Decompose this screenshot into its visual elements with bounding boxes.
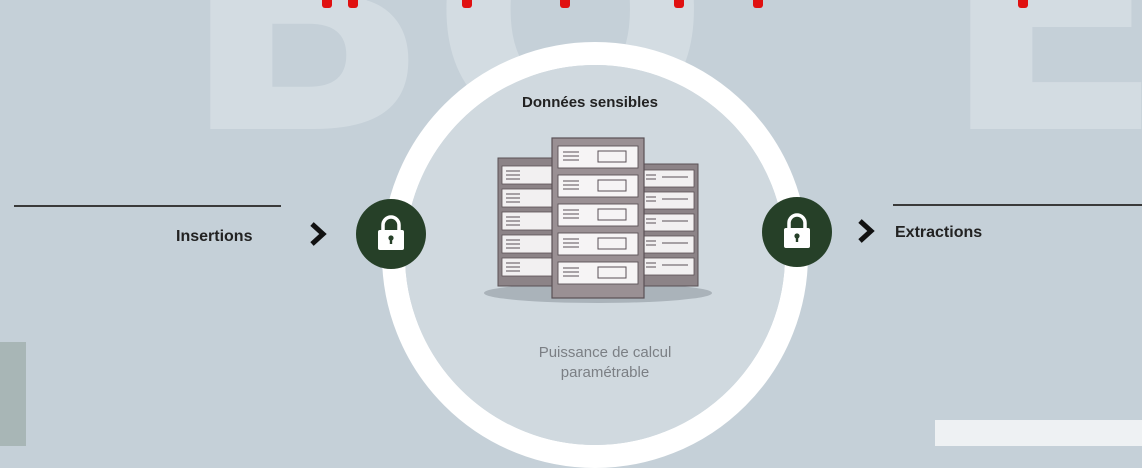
right-server-cabinet [637, 163, 699, 287]
lock-icon [378, 215, 404, 250]
diagram-caption: Puissance de calcul paramétrable [490, 343, 720, 383]
insertions-label: Insertions [176, 228, 253, 245]
caption-line-2: paramétrable [560, 364, 650, 381]
background-letter-b: B [180, 0, 432, 207]
background-left-bar [0, 342, 26, 446]
lock-icon [784, 213, 810, 248]
caption-line-1: Puissance de calcul [538, 344, 672, 361]
right-connector-line [893, 204, 1142, 206]
chevron-right-icon [310, 222, 327, 246]
center-server-cabinet [551, 137, 645, 299]
left-connector-line [14, 205, 281, 207]
background-letter-e: E [940, 0, 1142, 207]
server-rack-icon [484, 137, 712, 303]
background-bottom-right-panel [935, 420, 1142, 446]
left-lock-badge [356, 199, 426, 269]
top-cropped-heading [0, 0, 1142, 10]
diagram-title: Données sensibles [522, 94, 658, 111]
left-server-cabinet [497, 157, 559, 287]
extractions-label: Extractions [895, 224, 983, 241]
chevron-right-icon [858, 219, 875, 243]
right-lock-badge [762, 197, 832, 267]
